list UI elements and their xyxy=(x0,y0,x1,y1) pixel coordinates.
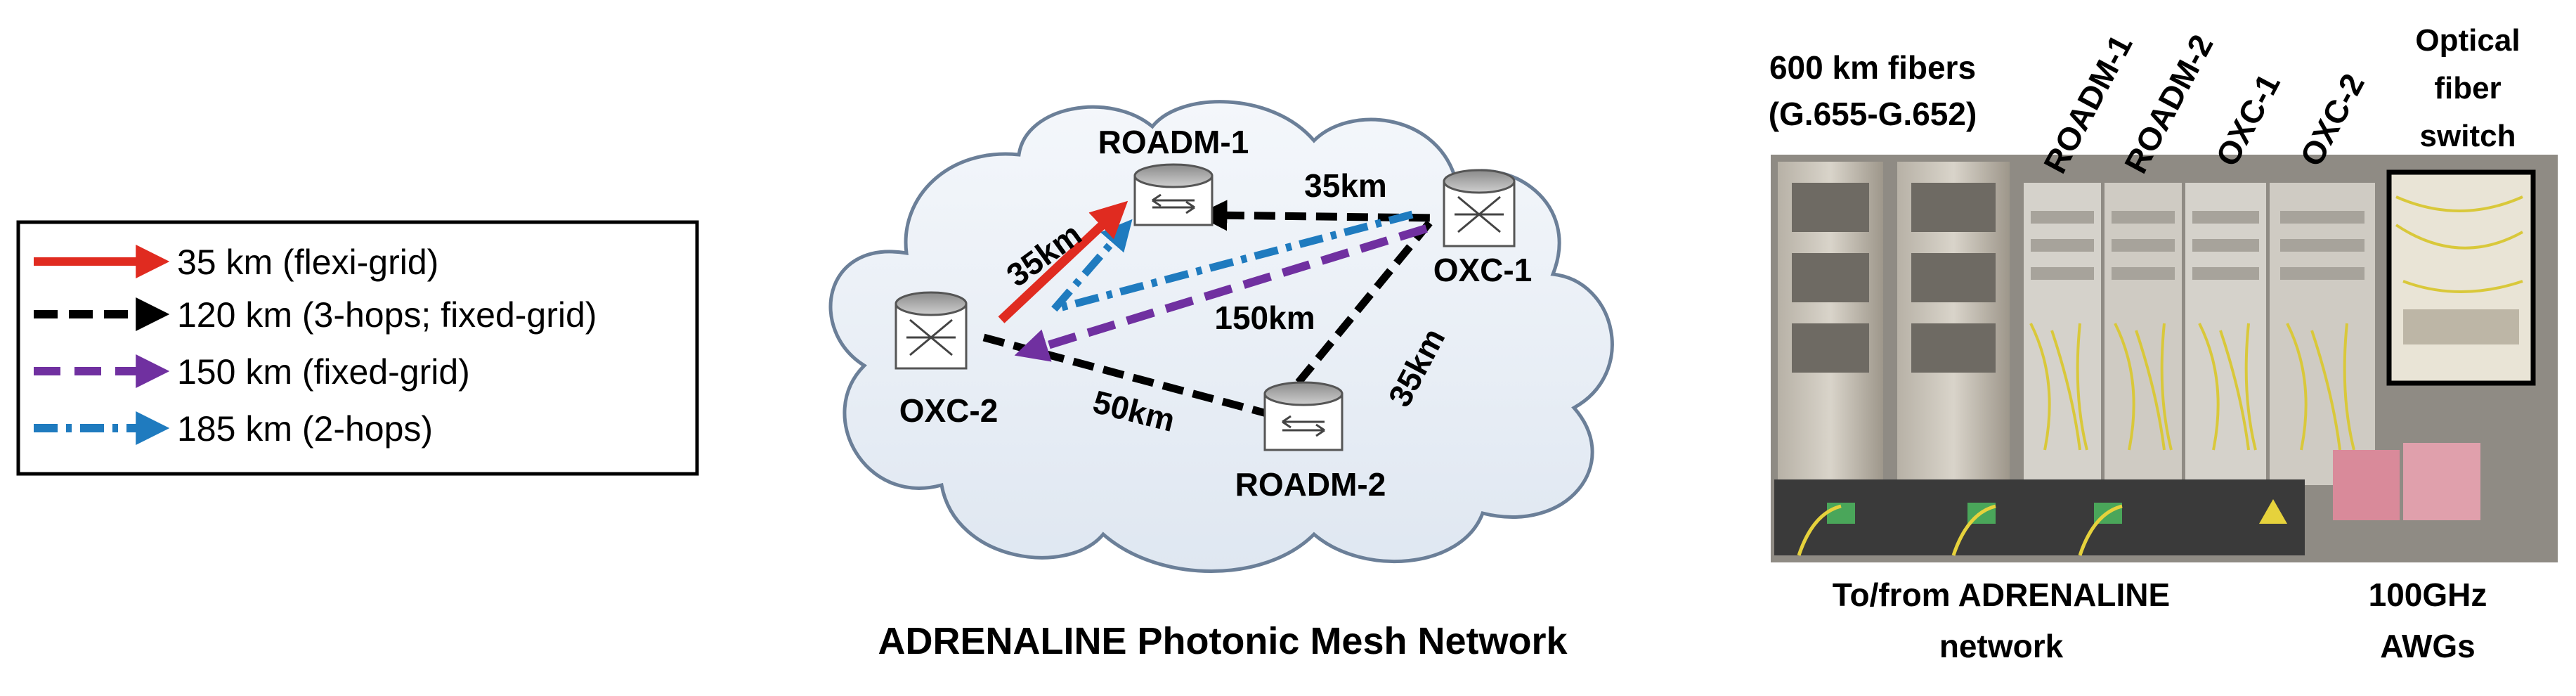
link-flexi-path xyxy=(998,200,1128,323)
tofrom-label-line2: network xyxy=(1939,628,2064,664)
legend-label: 150 km (fixed-grid) xyxy=(177,352,470,392)
lab-photo: 600 km fibers (G.655-G.652) ROADM-1 ROAD… xyxy=(1769,23,2558,664)
network-diagram: ROADM-1 OXC-1 OXC-2 ROADM-2 35km 35km 15… xyxy=(828,100,1614,662)
tofrom-label-line1: To/from ADRENALINE xyxy=(1833,576,2170,613)
node-oxc2: OXC-2 xyxy=(895,291,998,429)
switch-label-line2: fiber xyxy=(2434,71,2501,105)
legend-label: 35 km (flexi-grid) xyxy=(177,243,438,282)
node-roadm1: ROADM-1 xyxy=(1098,124,1249,226)
legend-item-2hops: 185 km (2-hops) xyxy=(34,409,433,449)
switch-label-line3: switch xyxy=(2420,119,2516,153)
node-label: OXC-1 xyxy=(1433,252,1533,288)
legend-item-3hops: 120 km (3-hops; fixed-grid) xyxy=(34,295,597,335)
legend-item-flexi: 35 km (flexi-grid) xyxy=(34,243,438,282)
network-links xyxy=(982,200,1442,420)
network-title: ADRENALINE Photonic Mesh Network xyxy=(878,620,1568,662)
awg-label-line1: 100GHz xyxy=(2369,576,2487,613)
link-label-oxc1-oxc2: 150km xyxy=(1214,299,1315,336)
awg-label-line2: AWGs xyxy=(2380,628,2475,664)
fiber-switch-cables xyxy=(2395,195,2523,293)
switch-label-line1: Optical xyxy=(2415,23,2520,58)
node-label: OXC-2 xyxy=(899,392,998,429)
legend: 35 km (flexi-grid) 120 km (3-hops; fixed… xyxy=(16,220,699,476)
legend-label: 120 km (3-hops; fixed-grid) xyxy=(177,295,597,335)
node-roadm2: ROADM-2 xyxy=(1235,381,1386,503)
legend-label: 185 km (2-hops) xyxy=(177,409,433,449)
link-fixed-path xyxy=(1014,224,1428,362)
node-label: ROADM-1 xyxy=(1098,124,1249,160)
fibers-label-line1: 600 km fibers xyxy=(1769,49,1976,86)
fibers-label-line2: (G.655-G.652) xyxy=(1769,96,1977,132)
node-oxc1: OXC-1 xyxy=(1433,169,1533,288)
link-3hop-path xyxy=(982,200,1442,420)
fiber-switch-inset xyxy=(2386,169,2536,386)
node-label: ROADM-2 xyxy=(1235,466,1386,503)
legend-item-fixed: 150 km (fixed-grid) xyxy=(34,352,470,392)
link-label-oxc1-roadm1: 35km xyxy=(1304,167,1387,204)
